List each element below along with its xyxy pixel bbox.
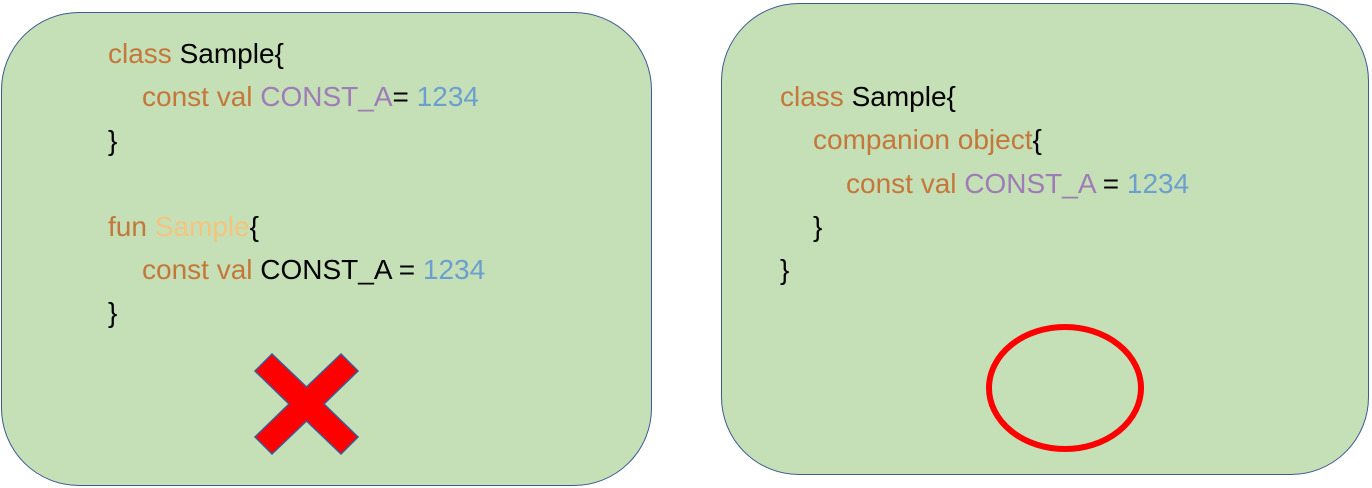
right-code-panel bbox=[721, 3, 1369, 475]
right-line-2: companion object{ bbox=[813, 124, 1042, 156]
right-line-1: class Sample{ bbox=[780, 81, 956, 113]
circle-icon bbox=[986, 324, 1144, 452]
keyword: fun bbox=[108, 211, 147, 242]
operator: = bbox=[392, 81, 409, 112]
keyword: class bbox=[780, 81, 844, 112]
left-line-3: } bbox=[108, 125, 117, 157]
brace: } bbox=[813, 211, 823, 242]
left-line-4: fun Sample{ bbox=[108, 211, 259, 243]
keyword: const val bbox=[846, 168, 957, 199]
left-line-5: const val CONST_A = 1234 bbox=[142, 254, 485, 286]
right-line-4: } bbox=[813, 211, 822, 243]
brace: { bbox=[946, 81, 956, 112]
right-line-3: const val CONST_A = 1234 bbox=[846, 168, 1189, 200]
keyword: const val bbox=[142, 254, 253, 285]
function-name: Sample bbox=[154, 211, 250, 242]
keyword: const val bbox=[142, 81, 253, 112]
left-line-1: class Sample{ bbox=[108, 38, 284, 70]
constant-name: CONST_A bbox=[260, 254, 391, 285]
number-literal: 1234 bbox=[422, 254, 486, 285]
brace: } bbox=[108, 125, 118, 156]
class-name: Sample bbox=[179, 38, 275, 69]
number-literal: 1234 bbox=[1126, 168, 1190, 199]
keyword: class bbox=[108, 38, 172, 69]
brace: { bbox=[1032, 124, 1042, 155]
brace: } bbox=[780, 254, 790, 285]
brace: { bbox=[249, 211, 260, 242]
cross-icon bbox=[253, 352, 360, 456]
brace: } bbox=[108, 297, 118, 328]
left-line-6: } bbox=[108, 297, 117, 329]
number-literal: 1234 bbox=[416, 81, 479, 112]
class-name: Sample bbox=[851, 81, 947, 112]
brace: { bbox=[274, 38, 284, 69]
keyword: companion object bbox=[813, 124, 1033, 155]
constant-name: CONST_A bbox=[964, 168, 1095, 199]
operator: = bbox=[1102, 168, 1120, 199]
operator: = bbox=[398, 254, 416, 285]
constant-name: CONST_A bbox=[260, 81, 393, 112]
right-line-5: } bbox=[780, 254, 789, 286]
left-line-2: const val CONST_A= 1234 bbox=[142, 81, 479, 113]
